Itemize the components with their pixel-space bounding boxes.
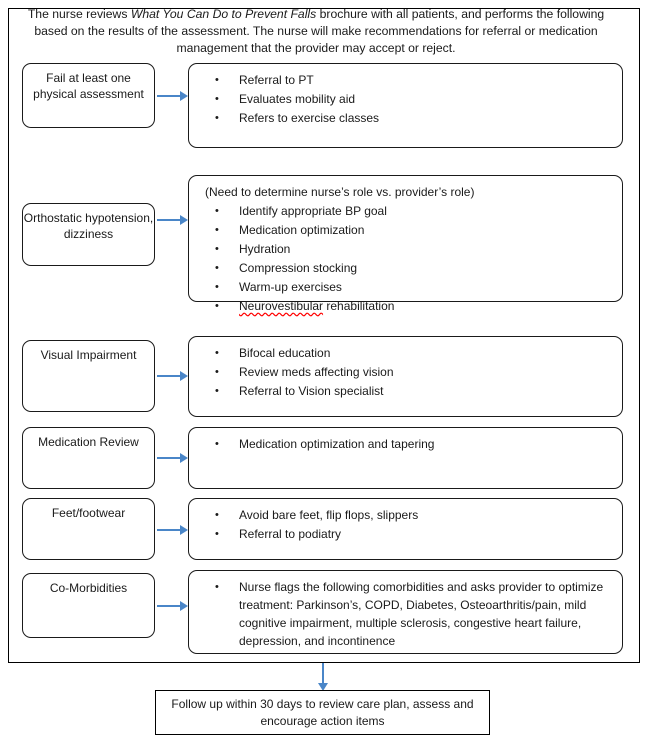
brochure-title: What You Can Do to Prevent Falls bbox=[130, 7, 317, 21]
actions-list: Identify appropriate BP goal Medication … bbox=[201, 202, 610, 316]
arrow-shaft bbox=[157, 529, 180, 531]
trigger-box-feet-footwear[interactable]: Feet/footwear bbox=[22, 498, 155, 560]
actions-box-medication-review[interactable]: Medication optimization and tapering bbox=[188, 427, 623, 489]
arrow-head bbox=[318, 683, 328, 691]
misspelled-word: Neurovestibular bbox=[239, 299, 324, 313]
intro-text-after: brochure with all patients, and performs… bbox=[34, 7, 605, 55]
role-note: (Need to determine nurse’s role vs. prov… bbox=[205, 185, 475, 199]
arrow-head bbox=[180, 453, 188, 463]
actions-list: Referral to PT Evaluates mobility aid Re… bbox=[201, 71, 610, 128]
arrow-shaft bbox=[157, 219, 180, 221]
list-item: Compression stocking bbox=[201, 259, 610, 278]
arrow-head bbox=[180, 525, 188, 535]
list-item: Referral to podiatry bbox=[201, 525, 610, 544]
list-item: Referral to Vision specialist bbox=[201, 382, 610, 401]
arrow-row-2 bbox=[157, 215, 188, 225]
arrow-shaft bbox=[157, 95, 180, 97]
trigger-label: Feet/footwear bbox=[51, 506, 126, 520]
list-item: Referral to PT bbox=[201, 71, 610, 90]
arrow-row-4 bbox=[157, 453, 188, 463]
list-item: Medication optimization bbox=[201, 221, 610, 240]
list-item-misspelled: Neurovestibular rehabilitation bbox=[201, 297, 610, 316]
trigger-label: Co-Morbidities bbox=[49, 581, 128, 595]
list-item: Nurse flags the following comorbidities … bbox=[201, 578, 610, 650]
arrow-row-5 bbox=[157, 525, 188, 535]
arrow-head bbox=[180, 371, 188, 381]
trigger-box-visual-impairment[interactable]: Visual Impairment bbox=[22, 340, 155, 412]
actions-box-feet-footwear[interactable]: Avoid bare feet, flip flops, slippers Re… bbox=[188, 498, 623, 560]
actions-list: Avoid bare feet, flip flops, slippers Re… bbox=[201, 506, 610, 544]
list-item: Warm-up exercises bbox=[201, 278, 610, 297]
list-item: Refers to exercise classes bbox=[201, 109, 610, 128]
list-item: Hydration bbox=[201, 240, 610, 259]
actions-list: Medication optimization and tapering bbox=[201, 435, 610, 454]
trigger-box-co-morbidities[interactable]: Co-Morbidities bbox=[22, 573, 155, 638]
arrow-shaft bbox=[322, 663, 324, 684]
arrow-head bbox=[180, 91, 188, 101]
intro-text-before: The nurse reviews bbox=[27, 7, 131, 21]
arrow-head bbox=[180, 601, 188, 611]
arrow-head bbox=[180, 215, 188, 225]
list-item: Review meds affecting vision bbox=[201, 363, 610, 382]
intro-paragraph: The nurse reviews What You Can Do to Pre… bbox=[18, 6, 614, 57]
arrow-row-3 bbox=[157, 371, 188, 381]
flowchart-outer-frame bbox=[8, 8, 640, 663]
trigger-box-fail-physical-assessment[interactable]: Fail at least one physical assessment bbox=[22, 63, 155, 128]
actions-box-co-morbidities[interactable]: Nurse flags the following comorbidities … bbox=[188, 570, 623, 654]
list-item: Medication optimization and tapering bbox=[201, 435, 610, 454]
trigger-label: Fail at least one physical assessment bbox=[33, 71, 144, 101]
trigger-box-medication-review[interactable]: Medication Review bbox=[22, 427, 155, 489]
actions-box-fail-physical-assessment[interactable]: Referral to PT Evaluates mobility aid Re… bbox=[188, 63, 623, 148]
arrow-row-6 bbox=[157, 601, 188, 611]
actions-list: Bifocal education Review meds affecting … bbox=[201, 344, 610, 401]
follow-up-box[interactable]: Follow up within 30 days to review care … bbox=[155, 690, 490, 735]
list-item: Evaluates mobility aid bbox=[201, 90, 610, 109]
trigger-label: Medication Review bbox=[38, 435, 139, 449]
actions-box-visual-impairment[interactable]: Bifocal education Review meds affecting … bbox=[188, 336, 623, 417]
arrow-to-follow-up bbox=[318, 663, 328, 691]
arrow-shaft bbox=[157, 457, 180, 459]
trigger-label: Orthostatic hypotension, dizziness bbox=[23, 211, 154, 241]
arrow-shaft bbox=[157, 375, 180, 377]
arrow-shaft bbox=[157, 605, 180, 607]
trigger-box-orthostatic-hypotension[interactable]: Orthostatic hypotension, dizziness bbox=[22, 203, 155, 266]
trigger-label: Visual Impairment bbox=[40, 348, 137, 362]
follow-up-text: Follow up within 30 days to review care … bbox=[171, 696, 474, 728]
list-item: Avoid bare feet, flip flops, slippers bbox=[201, 506, 610, 525]
actions-list: Nurse flags the following comorbidities … bbox=[201, 578, 610, 650]
list-item: Bifocal education bbox=[201, 344, 610, 363]
list-item: Identify appropriate BP goal bbox=[201, 202, 610, 221]
actions-box-orthostatic-hypotension[interactable]: (Need to determine nurse’s role vs. prov… bbox=[188, 175, 623, 316]
arrow-row-1 bbox=[157, 91, 188, 101]
